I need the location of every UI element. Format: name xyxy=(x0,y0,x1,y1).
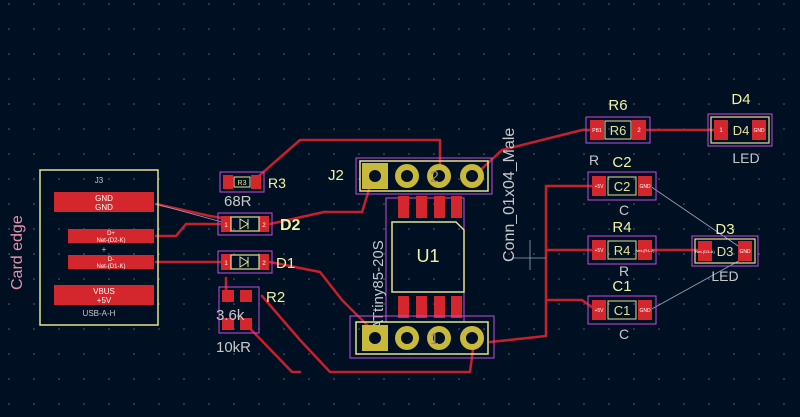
r4-body: R4 xyxy=(614,243,631,258)
usb-pad-gnd-l2: GND xyxy=(95,203,113,212)
d2-ref: D2 xyxy=(280,217,301,234)
usb-pad-dplus-l1: D+ xyxy=(107,231,115,237)
c1-pad2: GND xyxy=(639,308,651,314)
mcu-u1[interactable]: U1 ATtiny85-20S xyxy=(370,196,465,330)
j3-ref: J3 xyxy=(95,176,104,185)
track-d2-usb[interactable] xyxy=(154,222,224,238)
r3-value: 68R xyxy=(224,193,252,210)
track-r2-down[interactable] xyxy=(236,314,302,374)
c2-pad2: GND xyxy=(639,184,651,190)
track-5v-c1[interactable] xyxy=(544,298,598,312)
usb-pad-dplus[interactable] xyxy=(68,229,154,243)
capacitor-c1[interactable]: C1 +5V GND C1 C xyxy=(587,278,657,342)
r6-pad2: 2 xyxy=(637,128,641,134)
j3-value: USB-A-H xyxy=(83,309,116,318)
r2-ref: R2 xyxy=(266,289,285,306)
usb-pad-dminus-l1: D- xyxy=(108,257,114,263)
j1-pin-label: 1 xyxy=(430,331,439,348)
usb-pad-vbus[interactable] xyxy=(54,285,154,305)
d1-pad1: 1 xyxy=(224,261,228,267)
usb-pad-vbus-l1: VBUS xyxy=(93,287,115,296)
r6-pad1: PB1 xyxy=(592,128,602,134)
usb-pad-dplus-l2: Net-(D2-K) xyxy=(96,238,125,244)
d4-body: D4 xyxy=(733,123,750,138)
led-d4[interactable]: D4 1 GND D4 LED xyxy=(707,91,773,166)
resistor-r3[interactable]: R3 R3 68R xyxy=(219,171,286,210)
card-edge-label: Card edge xyxy=(9,215,26,290)
diode-d1[interactable]: 1 2 D1 xyxy=(217,250,295,274)
c2-body: C2 xyxy=(614,179,631,194)
d4-pad1: 1 xyxy=(719,128,723,134)
r2-value: 10kR xyxy=(216,339,251,356)
resistor-r2[interactable]: 3.6k R2 10kR xyxy=(216,286,285,356)
resistor-r6[interactable]: R6 PB1 2 R6 R xyxy=(585,97,651,168)
resistor-r4[interactable]: R4 +5V Net-(R4-2) R4 R xyxy=(587,219,657,279)
r4-value: R xyxy=(619,263,629,279)
header-j2[interactable]: 2 J2 Conn_01x04_Male xyxy=(328,128,518,262)
d3-ref: D3 xyxy=(715,221,734,238)
d3-value: LED xyxy=(711,268,738,284)
d2-pad2: 2 xyxy=(262,223,266,229)
d1-pad2: 2 xyxy=(262,261,266,267)
usb-plus-mark: + xyxy=(102,245,107,254)
r4-ref: R4 xyxy=(612,219,631,236)
j2-pin-label: 2 xyxy=(430,169,439,186)
r4-pad2: Net-(R4-2) xyxy=(636,248,656,253)
c1-pad1: +5V xyxy=(594,308,604,314)
c1-body: C1 xyxy=(614,303,631,318)
usb-pad-dminus[interactable] xyxy=(68,255,154,269)
j2-ref: J2 xyxy=(328,167,344,184)
c1-value: C xyxy=(619,326,629,342)
usb-pad-vbus-l2: +5V xyxy=(97,296,112,305)
c1-ref: C1 xyxy=(612,278,631,295)
track-r2-j1[interactable] xyxy=(260,294,476,374)
usb-connector-j3[interactable]: J3 USB-A-H GND GND D+ Net-(D2-K) + D- Ne… xyxy=(39,169,159,326)
d3-body: D3 xyxy=(717,244,734,259)
r2-overlap: 3.6k xyxy=(216,307,245,324)
r6-ref: R6 xyxy=(608,97,627,114)
r6-value: R xyxy=(589,152,599,168)
d1-ref: D1 xyxy=(276,255,295,272)
d3-pad1: Net-(D3-A) xyxy=(695,249,715,254)
r3-ref: R3 xyxy=(268,175,286,191)
u1-ref: U1 xyxy=(416,246,439,266)
r4-pad1: +5V xyxy=(594,248,604,254)
usb-pad-dminus-l2: Net-(D1-K) xyxy=(96,264,125,270)
track-d1-j1[interactable] xyxy=(268,260,374,332)
c2-value: C xyxy=(619,202,629,218)
track-d2-j2[interactable] xyxy=(268,178,374,226)
led-d3[interactable]: D3 Net-(D3-A) GND D3 LED xyxy=(691,221,759,284)
j2-value: Conn_01x04_Male xyxy=(501,128,518,262)
track-5v-bus[interactable] xyxy=(488,184,598,344)
capacitor-c2[interactable]: C2 +5V GND C2 C xyxy=(587,154,657,218)
c2-pad1: +5V xyxy=(594,184,604,190)
d4-pad2: GND xyxy=(753,128,765,134)
usb-pad-gnd[interactable] xyxy=(54,192,154,212)
u1-value: ATtiny85-20S xyxy=(370,240,387,330)
d4-value: LED xyxy=(732,150,759,166)
r3-body: R3 xyxy=(238,180,247,187)
diode-d2[interactable]: 1 2 D2 xyxy=(217,212,301,236)
usb-pad-gnd-l1: GND xyxy=(95,194,113,203)
d4-ref: D4 xyxy=(731,91,750,108)
r6-body: R6 xyxy=(610,123,627,138)
track-r3-j2[interactable] xyxy=(250,138,442,184)
header-j1[interactable]: 1 xyxy=(349,315,495,359)
d2-pad1: 1 xyxy=(224,223,228,229)
c2-ref: C2 xyxy=(612,154,631,171)
d3-pad2: GND xyxy=(739,249,751,255)
